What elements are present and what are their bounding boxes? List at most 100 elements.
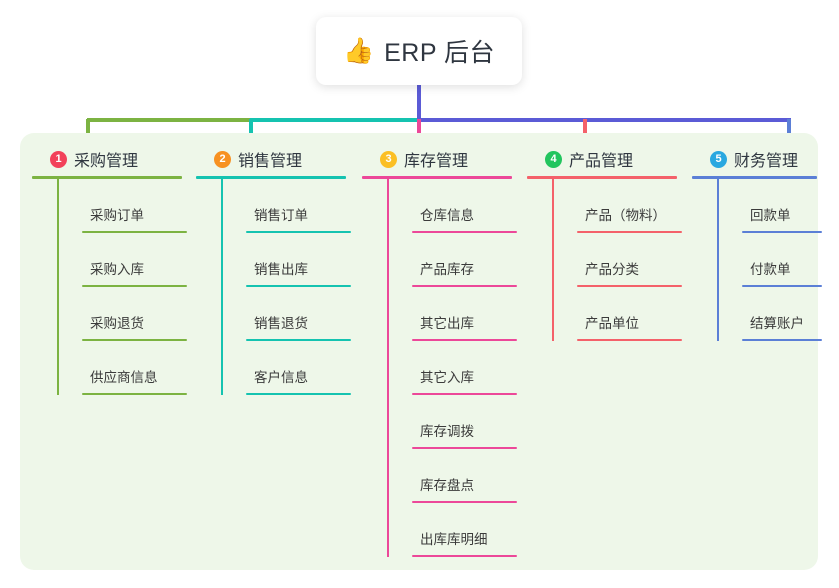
leaf-spine-sales	[221, 179, 223, 395]
column-title-inventory: 库存管理	[404, 153, 469, 170]
leaf-label: 产品分类	[585, 262, 639, 277]
leaf-rule	[246, 231, 351, 233]
leaf-spine-finance	[717, 179, 719, 341]
column-header-inventory[interactable]: 3 库存管理	[362, 146, 512, 172]
leaf-rule	[246, 393, 351, 395]
leaf-rule	[246, 339, 351, 341]
column-sales: 2 销售管理销售订单销售出库销售退货客户信息	[196, 146, 351, 395]
leaf-label: 产品库存	[420, 262, 474, 277]
leaf-item[interactable]: 回款单	[717, 179, 822, 233]
leaf-item[interactable]: 库存调拨	[387, 395, 517, 449]
column-rule-purchase	[32, 176, 182, 179]
column-rule-finance	[692, 176, 817, 179]
leaf-item[interactable]: 付款单	[717, 233, 822, 287]
leaf-label: 客户信息	[254, 370, 308, 385]
column-rule-inventory	[362, 176, 512, 179]
column-badge-product: 4	[545, 150, 562, 168]
leaf-item[interactable]: 客户信息	[221, 341, 351, 395]
leaf-item[interactable]: 销售订单	[221, 179, 351, 233]
column-title-sales: 销售管理	[238, 153, 303, 170]
root-node[interactable]: 👍 ERP 后台	[316, 17, 522, 85]
leaf-group-product: 产品（物料） 产品分类产品单位	[527, 179, 682, 341]
column-rule-product	[527, 176, 677, 179]
leaf-item[interactable]: 库存盘点	[387, 449, 517, 503]
thumbs-up-icon: 👍	[342, 36, 375, 65]
leaf-label: 采购入库	[90, 262, 144, 277]
column-header-sales[interactable]: 2 销售管理	[196, 146, 346, 172]
leaf-label: 付款单	[750, 262, 791, 277]
leaf-label: 销售订单	[254, 208, 308, 223]
leaf-rule	[412, 393, 517, 395]
leaf-rule	[412, 231, 517, 233]
column-header-finance[interactable]: 5 财务管理	[692, 146, 817, 172]
leaf-rule	[742, 285, 822, 287]
leaf-spine-inventory	[387, 179, 389, 557]
column-rule-sales	[196, 176, 346, 179]
column-badge-inventory: 3	[380, 150, 397, 168]
leaf-rule	[742, 231, 822, 233]
column-header-purchase[interactable]: 1 采购管理	[32, 146, 182, 172]
column-badge-purchase: 1	[50, 150, 67, 168]
leaf-item[interactable]: 产品（物料）	[552, 179, 682, 233]
leaf-spine-purchase	[57, 179, 59, 395]
leaf-label: 回款单	[750, 208, 791, 223]
leaf-item[interactable]: 其它出库	[387, 287, 517, 341]
leaf-label: 产品单位	[585, 316, 639, 331]
column-title-purchase: 采购管理	[74, 153, 139, 170]
leaf-rule	[82, 285, 187, 287]
column-header-product[interactable]: 4 产品管理	[527, 146, 677, 172]
leaf-label: 结算账户	[750, 316, 804, 331]
leaf-item[interactable]: 产品分类	[552, 233, 682, 287]
leaf-label: 其它入库	[420, 370, 474, 385]
leaf-rule	[577, 339, 682, 341]
leaf-item[interactable]: 产品单位	[552, 287, 682, 341]
leaf-item[interactable]: 出库库明细	[387, 503, 517, 557]
leaf-label: 采购退货	[90, 316, 144, 331]
leaf-rule	[742, 339, 822, 341]
leaf-item[interactable]: 采购入库	[57, 233, 187, 287]
leaf-group-sales: 销售订单销售出库销售退货客户信息	[196, 179, 351, 395]
leaf-item[interactable]: 采购退货	[57, 287, 187, 341]
leaf-rule	[577, 231, 682, 233]
column-inventory: 3 库存管理仓库信息产品库存其它出库其它入库库存调拨库存盘点出库库明细	[362, 146, 517, 557]
leaf-label: 销售出库	[254, 262, 308, 277]
leaf-rule	[577, 285, 682, 287]
leaf-label: 采购订单	[90, 208, 144, 223]
leaf-item[interactable]: 销售退货	[221, 287, 351, 341]
leaf-item[interactable]: 产品库存	[387, 233, 517, 287]
column-title-product: 产品管理	[569, 153, 634, 170]
leaf-label: 销售退货	[254, 316, 308, 331]
leaf-label: 产品（物料）	[585, 208, 666, 223]
leaf-item[interactable]: 供应商信息	[57, 341, 187, 395]
leaf-item[interactable]: 采购订单	[57, 179, 187, 233]
column-badge-sales: 2	[214, 150, 231, 168]
leaf-item[interactable]: 其它入库	[387, 341, 517, 395]
leaf-group-purchase: 采购订单采购入库采购退货供应商信息	[32, 179, 187, 395]
diagram-panel	[20, 133, 818, 570]
leaf-rule	[412, 501, 517, 503]
leaf-rule	[82, 231, 187, 233]
leaf-rule	[412, 339, 517, 341]
leaf-rule	[412, 555, 517, 557]
leaf-label: 出库库明细	[420, 532, 488, 547]
root-title: ERP 后台	[384, 39, 496, 67]
leaf-label: 供应商信息	[90, 370, 158, 385]
leaf-item[interactable]: 结算账户	[717, 287, 822, 341]
leaf-item[interactable]: 仓库信息	[387, 179, 517, 233]
column-product: 4 产品管理产品（物料） 产品分类产品单位	[527, 146, 682, 341]
leaf-rule	[412, 447, 517, 449]
leaf-label: 仓库信息	[420, 208, 474, 223]
leaf-label: 库存调拨	[420, 424, 474, 439]
column-badge-finance: 5	[710, 150, 727, 168]
leaf-label: 其它出库	[420, 316, 474, 331]
leaf-rule	[246, 285, 351, 287]
column-finance: 5 财务管理回款单付款单结算账户	[692, 146, 822, 341]
leaf-group-inventory: 仓库信息产品库存其它出库其它入库库存调拨库存盘点出库库明细	[362, 179, 517, 557]
leaf-rule	[412, 285, 517, 287]
leaf-spine-product	[552, 179, 554, 341]
leaf-rule	[82, 393, 187, 395]
leaf-item[interactable]: 销售出库	[221, 233, 351, 287]
column-title-finance: 财务管理	[734, 153, 799, 170]
leaf-group-finance: 回款单付款单结算账户	[692, 179, 822, 341]
column-purchase: 1 采购管理采购订单采购入库采购退货供应商信息	[32, 146, 187, 395]
